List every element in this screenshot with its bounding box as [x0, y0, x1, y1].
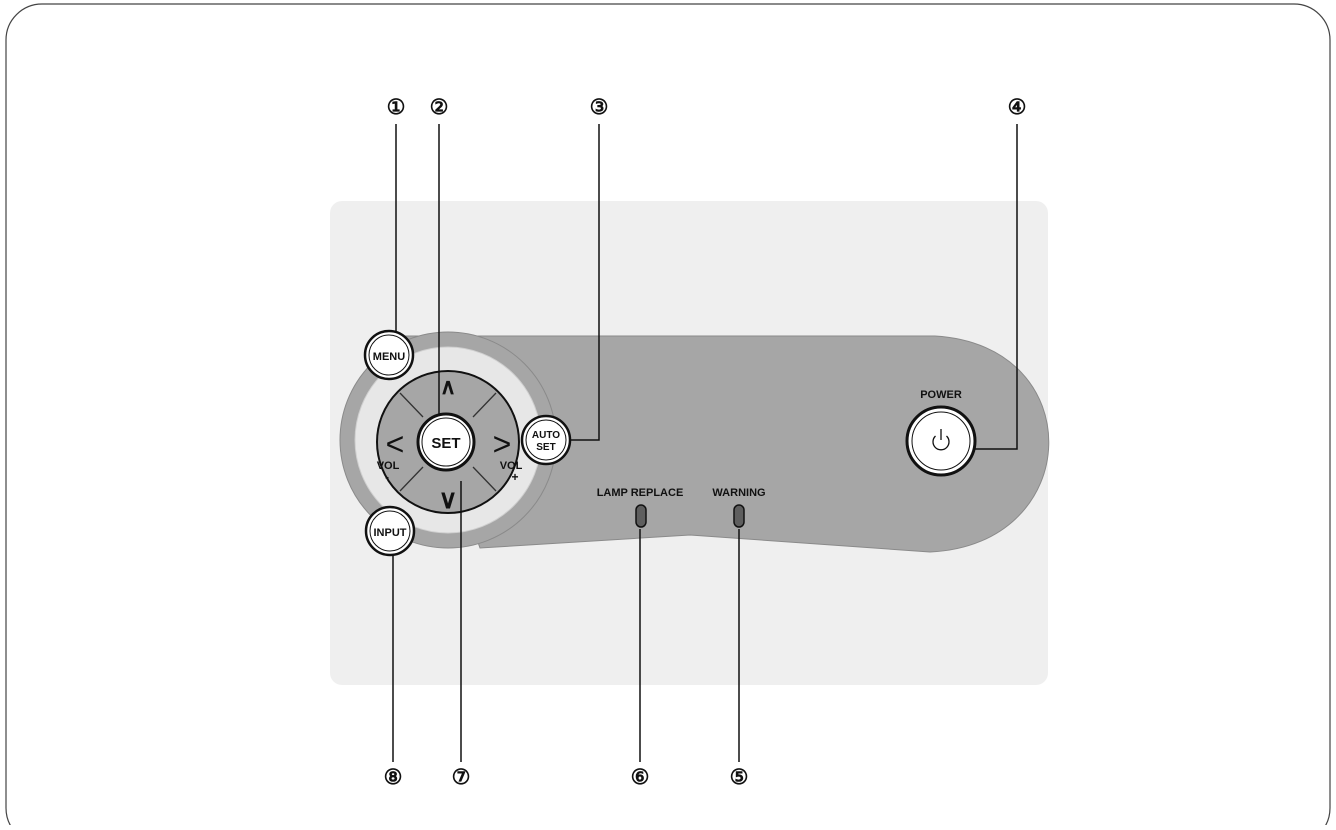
- callout-5: ⑤: [730, 766, 749, 789]
- menu-button-label: MENU: [373, 351, 405, 363]
- leader-line-4: [975, 124, 1018, 450]
- control-bar: [404, 335, 1050, 553]
- warning-label: WARNING: [712, 487, 765, 499]
- callout-6: ⑥: [631, 766, 650, 789]
- right-arrow-icon[interactable]: >: [493, 426, 512, 462]
- callout-8: ⑧: [384, 766, 403, 789]
- callout-2: ②: [430, 96, 449, 119]
- lamp-replace-label: LAMP REPLACE: [597, 487, 684, 499]
- left-arrow-icon[interactable]: <: [386, 426, 405, 462]
- down-arrow-icon[interactable]: ∨: [438, 484, 457, 514]
- power-button[interactable]: [905, 405, 977, 477]
- callout-4: ④: [1008, 96, 1027, 119]
- callout-3: ③: [590, 96, 609, 119]
- vol-minus-label: VOL: [377, 460, 400, 472]
- warning-indicator: [733, 504, 745, 528]
- vol-minus-sign: -: [385, 470, 389, 484]
- auto-set-label-line2: SET: [536, 442, 555, 453]
- input-button[interactable]: [364, 505, 416, 557]
- power-label: POWER: [920, 389, 962, 401]
- vol-plus-label: VOL: [500, 460, 523, 472]
- input-button-label: INPUT: [374, 527, 407, 539]
- callout-7: ⑦: [452, 766, 471, 789]
- up-arrow-icon[interactable]: ∧: [440, 374, 456, 399]
- leader-lines: [392, 124, 1018, 762]
- set-button-label: SET: [431, 435, 460, 452]
- power-icon: [932, 429, 950, 451]
- set-button[interactable]: [416, 412, 476, 472]
- callout-1: ①: [387, 96, 406, 119]
- vol-plus-sign: +: [511, 470, 518, 484]
- menu-button[interactable]: [363, 329, 415, 381]
- auto-set-label-line1: AUTO: [532, 430, 560, 441]
- leader-line-3: [570, 124, 600, 441]
- lamp-replace-indicator: [635, 504, 647, 528]
